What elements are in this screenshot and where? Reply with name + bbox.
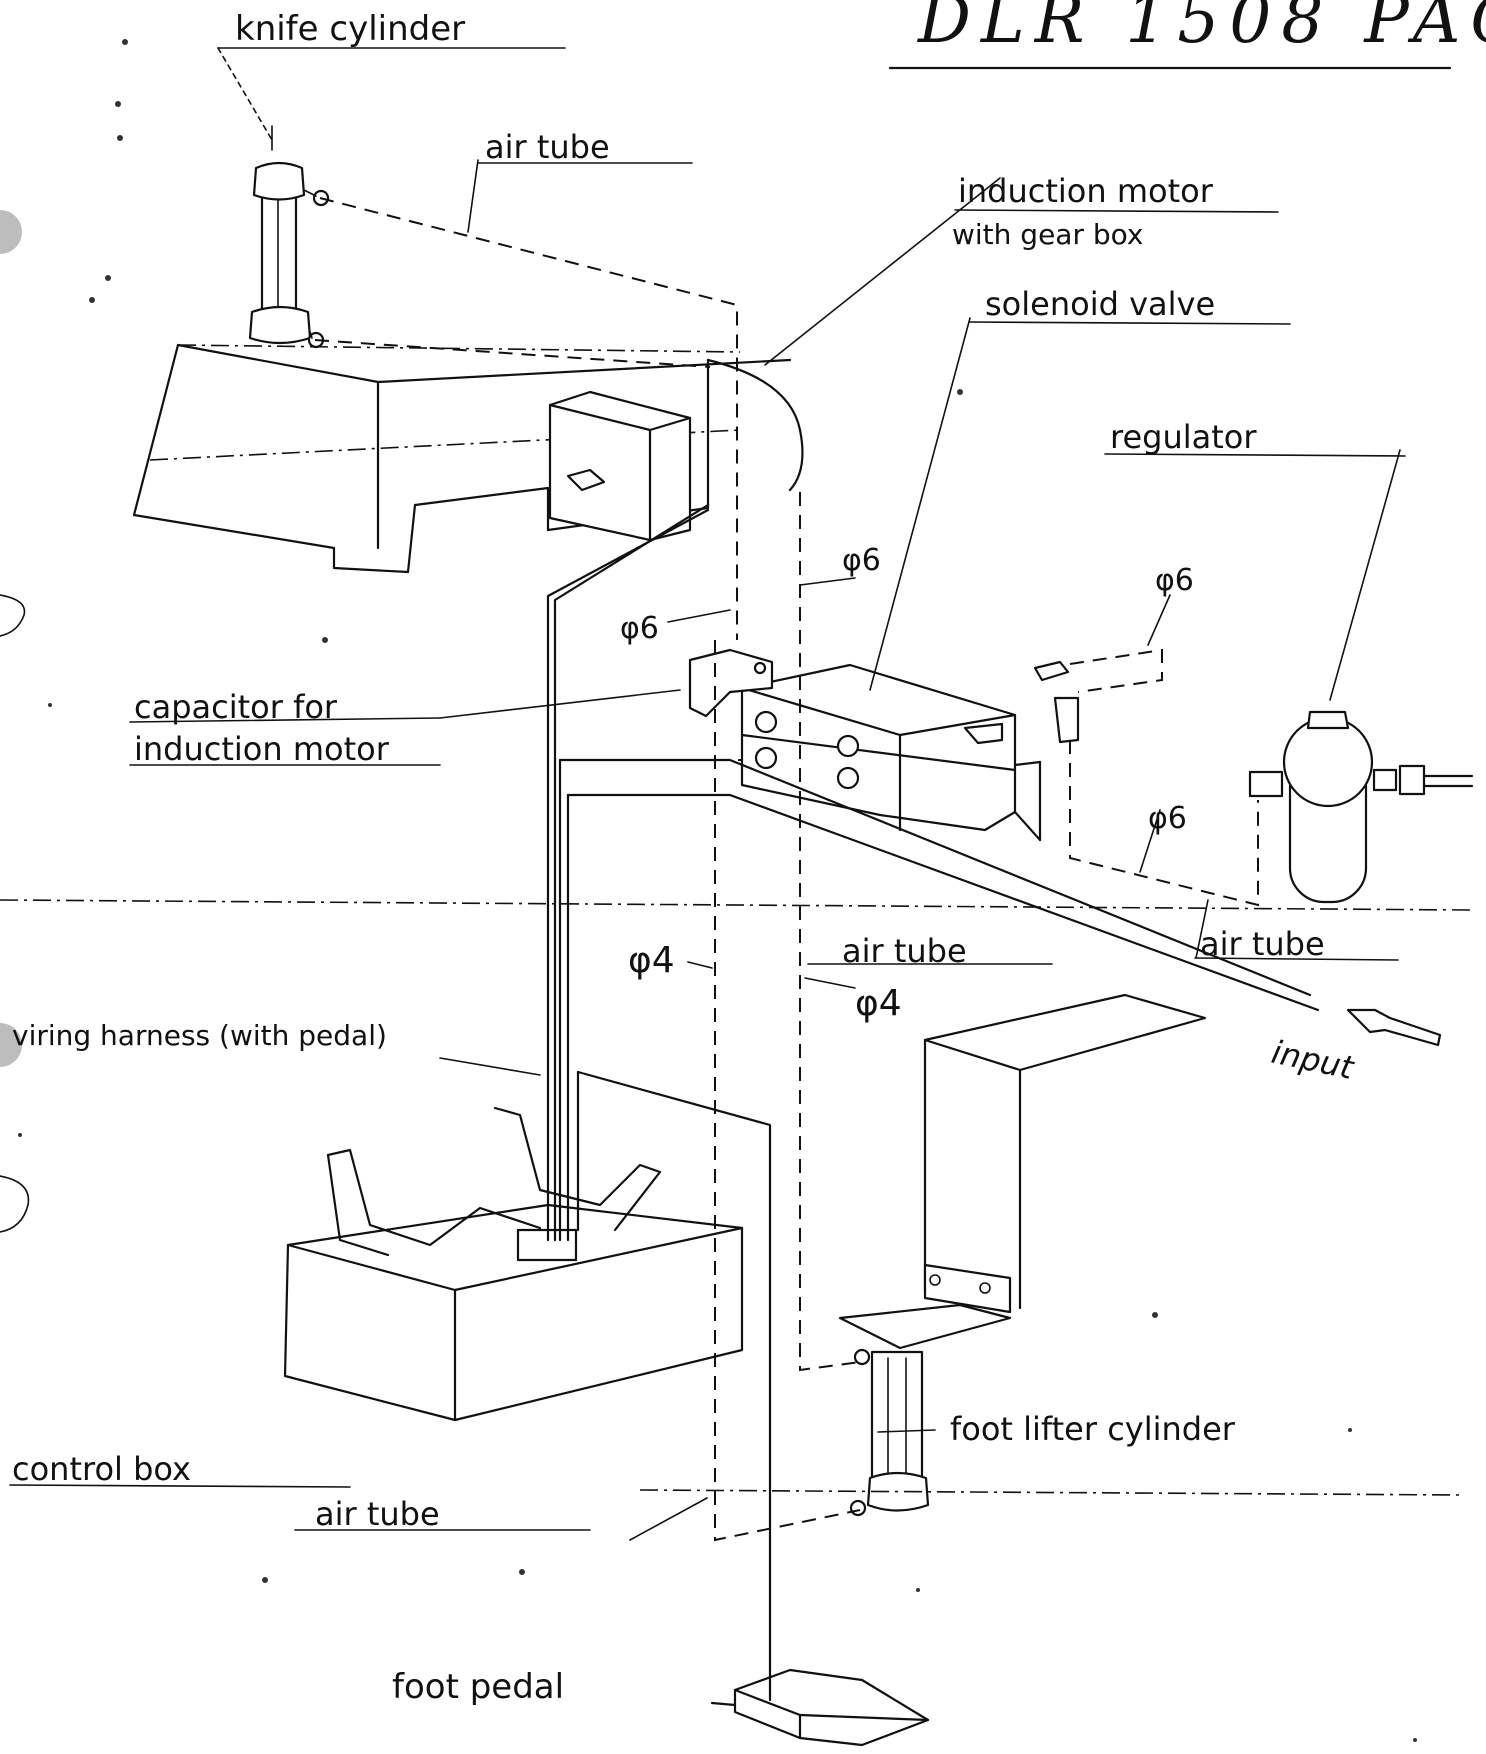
label-regulator: regulator <box>1110 418 1257 456</box>
leader-lines <box>217 47 1401 1541</box>
label-phi6-right-upper: φ6 <box>1155 563 1194 598</box>
label-solenoid-valve: solenoid valve <box>985 285 1215 323</box>
label-air-tube-top: air tube <box>485 128 610 166</box>
induction-motor <box>548 390 692 542</box>
label-knife-cylinder: knife cylinder <box>235 9 465 49</box>
solenoid-valve <box>740 660 1080 842</box>
regulator <box>1248 710 1474 904</box>
label-phi6-right-lower: φ6 <box>1148 801 1187 836</box>
reference-lines <box>0 899 1471 1496</box>
capacitor <box>688 648 774 718</box>
label-wiring-harness: viring harness (with pedal) <box>12 1019 387 1052</box>
label-induction-motor: induction motor <box>958 172 1214 210</box>
label-phi6-upper: φ6 <box>842 543 881 578</box>
label-air-tube-right: air tube <box>1200 925 1325 963</box>
scan-noise <box>18 39 1417 1742</box>
label-phi6-left: φ6 <box>620 611 659 646</box>
foot-pedal <box>710 1668 930 1747</box>
diagram-title: DLR 1508 PAC <box>917 0 1486 58</box>
label-phi4-left: φ4 <box>628 940 675 981</box>
air-tubing <box>314 197 1259 1542</box>
electrical-wiring <box>546 503 1320 1702</box>
label-input: input <box>1268 1033 1358 1088</box>
label-air-tube-bottom: air tube <box>315 1495 440 1533</box>
knife-cylinder <box>248 161 330 349</box>
label-phi4-right: φ4 <box>855 983 902 1024</box>
foot-lifter-assembly <box>838 993 1207 1517</box>
label-foot-pedal: foot pedal <box>392 1667 564 1707</box>
labels: knife cylinder air tube induction motor … <box>9 9 1406 1707</box>
label-capacitor-motor: induction motor <box>134 730 390 768</box>
machine-head <box>132 343 804 574</box>
label-control-box: control box <box>12 1450 191 1488</box>
control-box <box>283 1106 744 1422</box>
binder-holes <box>0 210 30 1233</box>
label-foot-lifter-cylinder: foot lifter cylinder <box>950 1410 1236 1448</box>
label-induction-motor-gearbox: with gear box <box>952 218 1144 251</box>
input-arrow <box>1346 1008 1442 1047</box>
